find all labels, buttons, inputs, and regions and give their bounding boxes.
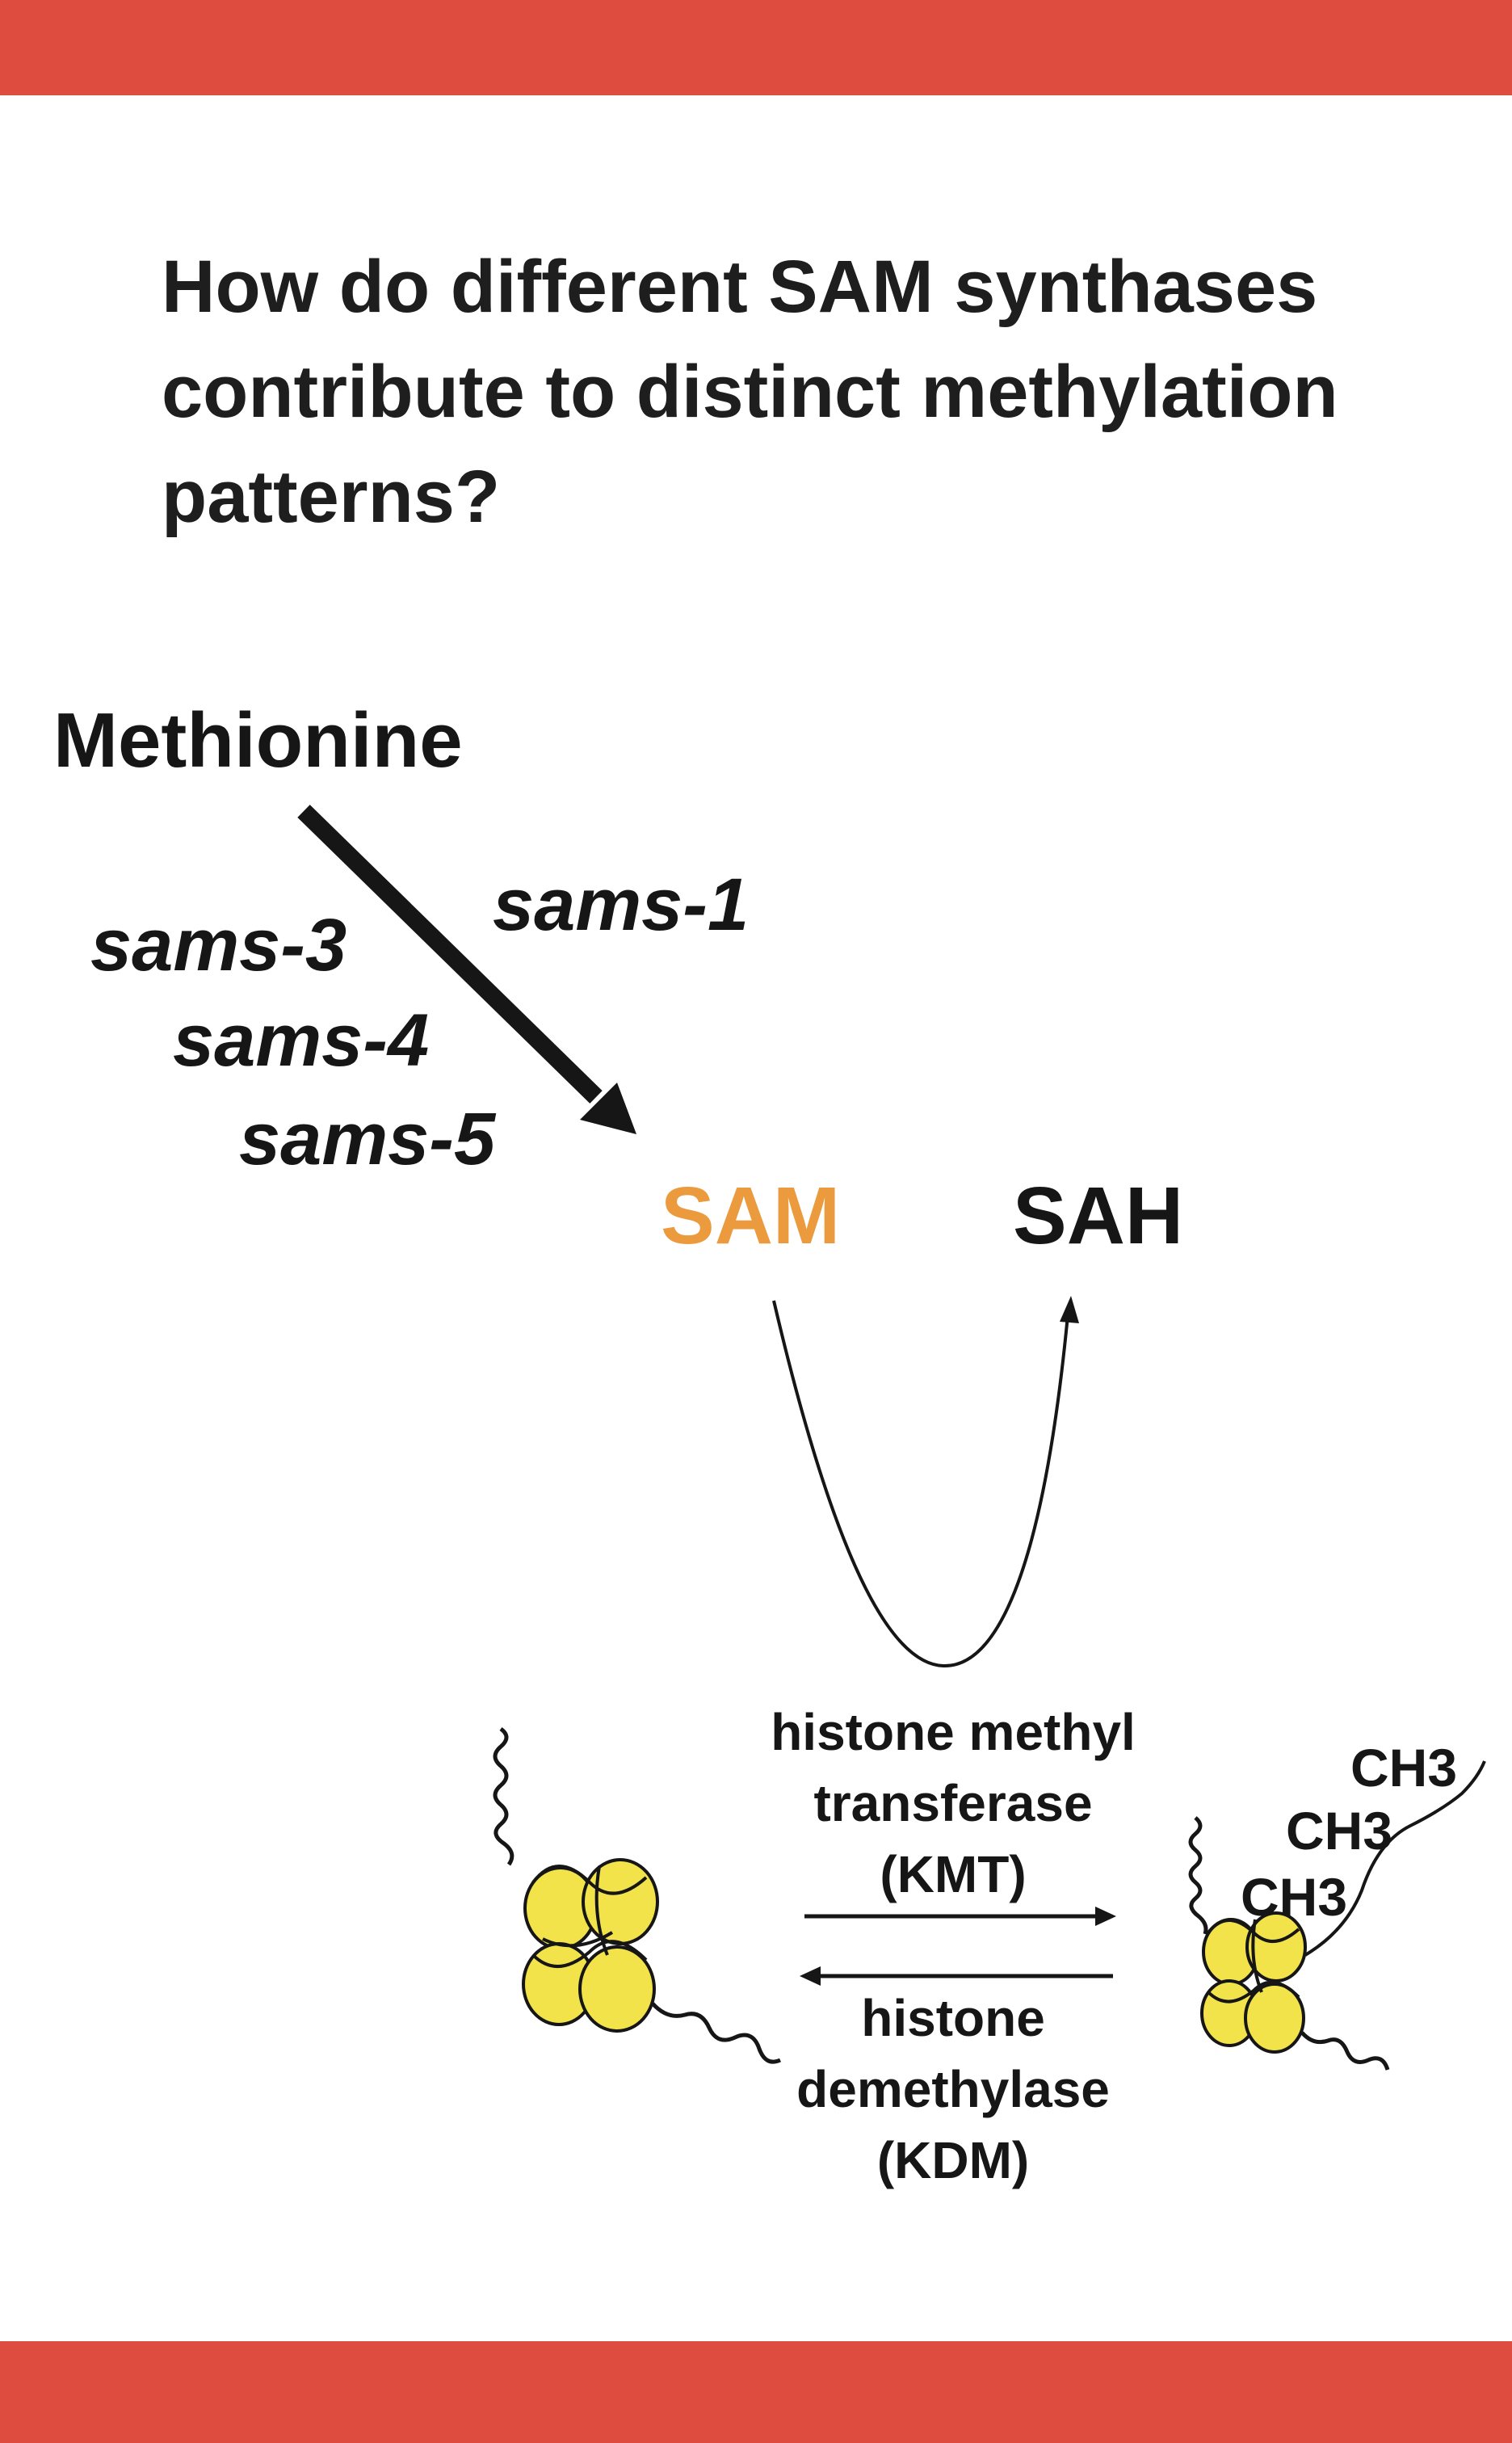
gene-label-sams-4: sams-4 bbox=[173, 999, 430, 1082]
methyl-group-label-3: CH3 bbox=[1241, 1867, 1348, 1927]
sah-label: SAH bbox=[1013, 1171, 1184, 1261]
gene-label-sams-5: sams-5 bbox=[239, 1098, 496, 1180]
page-title: How do different SAM synthases contribut… bbox=[162, 246, 1338, 538]
reverse-enzyme-label: histone demethylase (KDM) bbox=[727, 1983, 1179, 2196]
top-banner bbox=[0, 0, 1512, 95]
reverse-enzyme-line-1: histone bbox=[861, 1989, 1045, 2047]
reverse-enzyme-line-2: demethylase bbox=[796, 2060, 1110, 2118]
synthesis-arrow bbox=[297, 805, 636, 1134]
nucleosome-icon bbox=[493, 1726, 782, 2064]
methylated-nucleosome-icon bbox=[1188, 1760, 1486, 2071]
forward-enzyme-line-3: (KMT) bbox=[880, 1845, 1027, 1903]
methyl-group-label-1: CH3 bbox=[1350, 1738, 1458, 1798]
sam-label: SAM bbox=[661, 1171, 841, 1261]
bottom-banner bbox=[0, 2341, 1512, 2443]
gene-label-sams-1: sams-1 bbox=[493, 864, 750, 946]
forward-reaction-arrow bbox=[804, 1907, 1116, 1926]
methyl-transfer-curve bbox=[772, 1296, 1079, 1668]
reverse-reaction-arrow bbox=[800, 1966, 1113, 1986]
methyl-group-label-2: CH3 bbox=[1286, 1801, 1393, 1861]
gene-label-sams-3: sams-3 bbox=[90, 904, 347, 986]
forward-enzyme-line-2: transferase bbox=[813, 1774, 1093, 1832]
reverse-enzyme-line-3: (KDM) bbox=[876, 2131, 1030, 2189]
forward-enzyme-label: histone methyl transferase (KMT) bbox=[727, 1697, 1179, 1910]
methionine-label: Methionine bbox=[53, 697, 463, 784]
forward-enzyme-line-1: histone methyl bbox=[771, 1703, 1136, 1761]
